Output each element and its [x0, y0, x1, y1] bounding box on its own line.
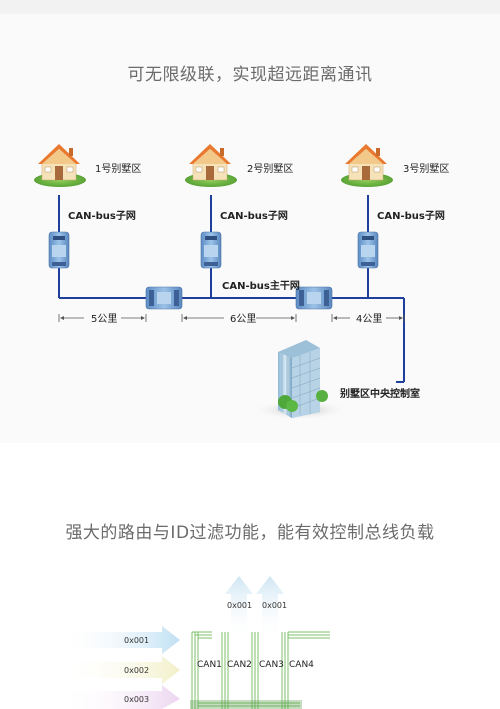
- control-room-building-icon: [252, 340, 348, 420]
- subnet-1-label: CAN-bus子网: [68, 210, 136, 222]
- subnet-2-module-icon: [200, 231, 222, 269]
- distance-1-label: 5公里: [91, 313, 117, 325]
- distance-2-label: 6公里: [230, 313, 256, 325]
- top-band: [0, 0, 500, 14]
- subnet-3-module-icon: [357, 231, 379, 269]
- villa-2-label: 2号别墅区: [247, 163, 293, 175]
- villa-2-house-icon: [184, 143, 238, 188]
- villa-3-house-icon: [340, 143, 394, 188]
- distance-markers: [58, 314, 405, 322]
- subnet-2-label: CAN-bus子网: [220, 210, 288, 222]
- villa-1-label: 1号别墅区: [95, 163, 141, 175]
- repeater-1-module-icon: [145, 286, 183, 310]
- bus-lines: [58, 195, 405, 383]
- cascade-section: [0, 0, 500, 443]
- control-room-label: 别墅区中央控制室: [339, 387, 420, 400]
- villa-1-house-icon: [33, 143, 87, 188]
- cascade-title: 可无限级联，实现超远距离通讯: [127, 65, 373, 85]
- subnet-1-module-icon: [48, 231, 70, 269]
- trunk-label: CAN-bus主干网: [222, 279, 300, 292]
- repeater-2-module-icon: [295, 286, 333, 310]
- distance-arrows: [60, 316, 403, 320]
- routing-section: [0, 443, 500, 709]
- cascade-diagram: 1号别墅区 2号别墅区 3号别墅区 CAN-bus子网 CAN-bus子网 CA…: [33, 143, 449, 420]
- villa-3-label: 3号别墅区: [403, 163, 449, 175]
- subnet-3-label: CAN-bus子网: [377, 210, 445, 222]
- routing-title: 强大的路由与ID过滤功能，能有效控制总线负载: [65, 523, 435, 543]
- distance-3-label: 4公里: [356, 313, 382, 325]
